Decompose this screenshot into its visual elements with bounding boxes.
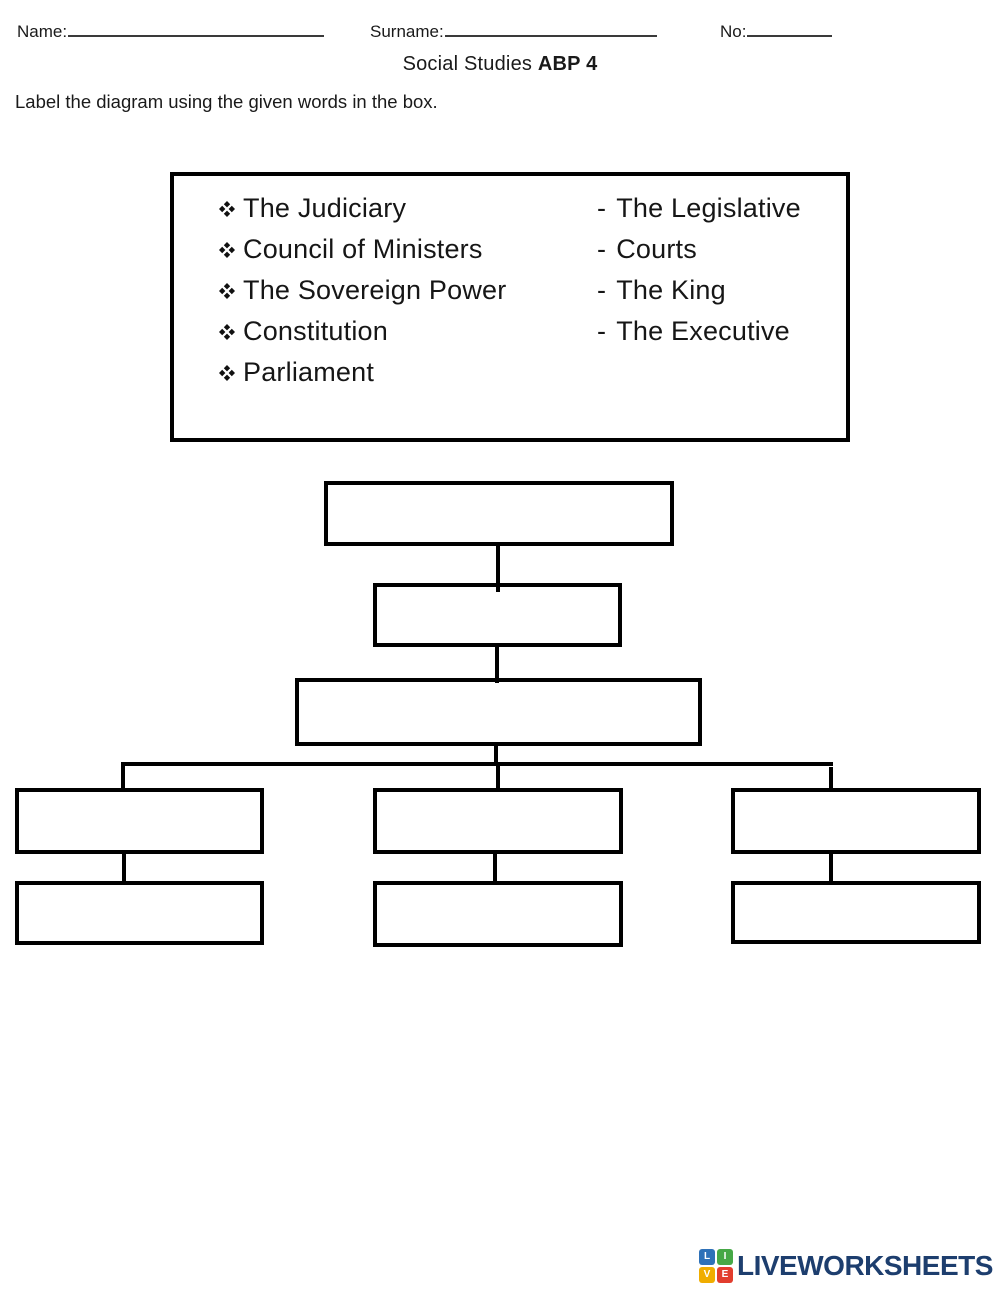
connector-line <box>121 764 125 790</box>
answer-box-right-upper[interactable] <box>731 788 981 854</box>
name-blank-line[interactable] <box>68 20 325 37</box>
connector-line <box>121 762 833 766</box>
word-bank-left-column: The Judiciary Council of Ministers The S… <box>219 188 597 438</box>
title-course: Social Studies <box>402 53 533 75</box>
no-blank-line[interactable] <box>747 20 833 37</box>
dash-bullet: - <box>597 275 607 305</box>
word-bank-box: The Judiciary Council of Ministers The S… <box>170 172 850 442</box>
word-bank-item: - Courts <box>597 229 801 270</box>
connector-line <box>496 764 500 790</box>
word-bank-item: The Sovereign Power <box>219 270 597 311</box>
surname-label: Surname: <box>370 22 444 41</box>
connector-line <box>829 852 833 885</box>
word-bank-item-label: Council of Ministers <box>243 234 483 264</box>
answer-box-middle-upper[interactable] <box>373 788 623 854</box>
diamond-bullet-icon <box>219 200 235 217</box>
word-bank-item-label: The Judiciary <box>243 193 407 223</box>
page-title: Social Studies ABP 4 <box>0 53 1000 76</box>
title-unit: ABP 4 <box>537 53 598 75</box>
liveworksheets-logo-icon: L I V E <box>699 1249 733 1283</box>
word-bank-item-label: The King <box>616 275 726 305</box>
word-bank-item: - The King <box>597 270 801 311</box>
connector-line <box>829 767 833 791</box>
word-bank-item-label: Parliament <box>243 357 375 387</box>
answer-box-left-lower[interactable] <box>15 881 264 945</box>
logo-tile-v: V <box>699 1267 715 1283</box>
answer-box-left-upper[interactable] <box>15 788 264 854</box>
name-label: Name: <box>17 22 68 41</box>
word-bank-item-label: Constitution <box>243 316 388 346</box>
word-bank-item: Parliament <box>219 352 597 393</box>
word-bank-item: - The Executive <box>597 311 801 352</box>
word-bank-item: - The Legislative <box>597 188 801 229</box>
connector-line <box>493 852 497 885</box>
no-label: No: <box>720 22 747 41</box>
dash-bullet: - <box>597 234 607 264</box>
diamond-bullet-icon <box>219 364 235 381</box>
instruction-text: Label the diagram using the given words … <box>15 91 438 112</box>
answer-box-level1[interactable] <box>324 481 674 546</box>
diamond-bullet-icon <box>219 282 235 299</box>
answer-box-level2[interactable] <box>373 583 622 647</box>
logo-wordmark: LIVEWORKSHEETS <box>737 1250 993 1281</box>
word-bank-item-label: The Executive <box>616 316 790 346</box>
answer-box-right-lower[interactable] <box>731 881 981 944</box>
answer-box-middle-lower[interactable] <box>373 881 623 947</box>
dash-bullet: - <box>597 193 607 223</box>
word-bank-item: Constitution <box>219 311 597 352</box>
connector-line <box>495 645 499 683</box>
logo-tile-l: L <box>699 1249 715 1265</box>
logo-tile-e: E <box>717 1267 733 1283</box>
word-bank-item-label: The Sovereign Power <box>243 275 507 305</box>
word-bank-item-label: The Legislative <box>616 193 801 223</box>
connector-line <box>496 544 500 592</box>
diamond-bullet-icon <box>219 323 235 340</box>
surname-blank-line[interactable] <box>444 20 657 37</box>
liveworksheets-logo: L I V E LIVEWORKSHEETS <box>699 1249 993 1283</box>
connector-line <box>494 744 498 766</box>
logo-tile-i: I <box>717 1249 733 1265</box>
diamond-bullet-icon <box>219 241 235 258</box>
answer-box-level3[interactable] <box>295 678 702 746</box>
word-bank-right-column: - The Legislative - Courts - The King - … <box>597 188 801 438</box>
word-bank-item: Council of Ministers <box>219 229 597 270</box>
word-bank-item-label: Courts <box>616 234 697 264</box>
word-bank-item: The Judiciary <box>219 188 597 229</box>
dash-bullet: - <box>597 316 607 346</box>
connector-line <box>122 852 126 885</box>
